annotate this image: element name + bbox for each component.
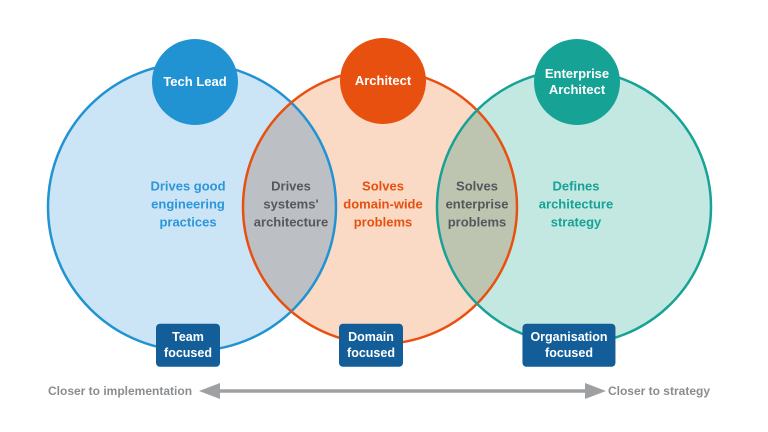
enterprise-architect-badge-circle xyxy=(534,39,620,125)
axis-label-strategy: Closer to strategy xyxy=(607,384,710,398)
tech-lead-description: Drives good engineering practices xyxy=(150,178,226,231)
enterprise-architect-badge-label: Enterprise Architect xyxy=(544,65,610,97)
architect-description: Solves domain-wide problems xyxy=(343,178,423,231)
enterprise-architect-circle-fill xyxy=(437,70,711,344)
enterprise-architect-description: Defines architecture strategy xyxy=(538,178,614,231)
team-focused-badge: Team focused xyxy=(156,323,220,367)
architect-enterprise-overlap-shape xyxy=(436,110,518,304)
tech-lead-badge-circle xyxy=(152,39,238,125)
tech-lead-architect-overlap-shape xyxy=(243,103,336,311)
axis-label-implementation: Closer to implementation xyxy=(48,384,193,398)
architect-enterprise-overlap-description: Solves enterprise problems xyxy=(445,178,509,231)
axis-arrow-right-head xyxy=(585,383,606,399)
tech-lead-badge-label: Tech Lead xyxy=(163,73,227,89)
architect-badge-circle xyxy=(340,38,426,124)
organisation-focused-badge: Organisation focused xyxy=(522,323,616,367)
domain-focused-badge: Domain focused xyxy=(339,323,403,367)
architect-badge-label: Architect xyxy=(354,72,412,88)
tech-lead-architect-overlap-description: Drives systems' architecture xyxy=(253,178,329,231)
axis-arrow-left-head xyxy=(199,383,220,399)
